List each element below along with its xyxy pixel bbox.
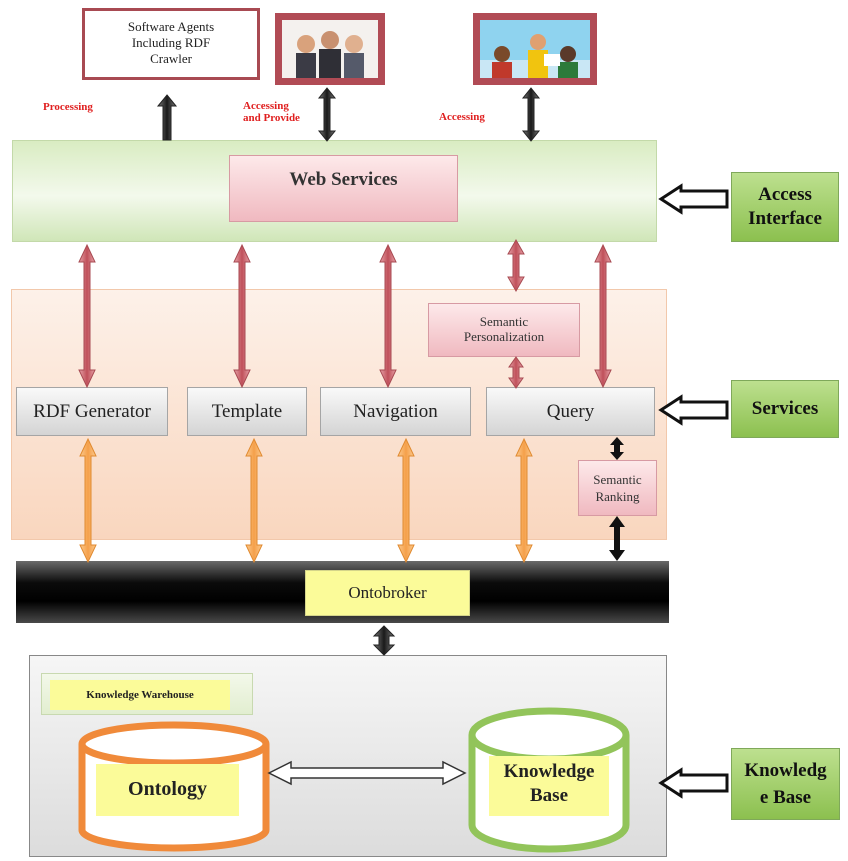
- ontobroker-label: Ontobroker: [348, 583, 427, 602]
- access-interface-label-box: Access Interface: [731, 172, 839, 242]
- knowledge-warehouse-title-box: Knowledge Warehouse: [41, 673, 253, 715]
- template-red-arrow: [233, 243, 251, 389]
- rdf-generator-label: RDF Generator: [33, 401, 151, 422]
- access-interface-pointer-arrow: [658, 183, 729, 215]
- software-agents-label: Software Agents Including RDF Crawler: [127, 19, 215, 66]
- template-orange-arrow: [245, 437, 263, 564]
- semantic-ranking-label: Semantic Ranking: [593, 472, 642, 504]
- users-photo-frame: [275, 13, 385, 85]
- semantic-personalization-box: Semantic Personalization: [428, 303, 580, 357]
- knowledge-base-side-label: Knowledge Base: [744, 760, 827, 808]
- ontobroker-warehouse-double-arrow: [372, 625, 396, 656]
- personalization-lower-red-arrow: [508, 356, 524, 389]
- ontology-knowledge-base-arrow: [267, 760, 467, 786]
- knowledge-base-label: Knowledge Base: [503, 761, 595, 806]
- knowledge-base-pointer-arrow: [658, 767, 729, 799]
- meeting-photo-image: [480, 20, 590, 78]
- services-pointer-arrow: [658, 394, 729, 426]
- label-accessing: Accessing: [439, 111, 485, 123]
- web-services-box: Web Services: [229, 155, 458, 222]
- ranking-upper-black-arrow: [610, 437, 624, 460]
- meeting-photo-frame: [473, 13, 597, 85]
- access-interface-label: Access Interface: [748, 184, 822, 229]
- semantic-personalization-label: Semantic Personalization: [463, 314, 545, 344]
- query-red-arrow: [594, 243, 612, 389]
- knowledge-base-box: Knowledge Base: [489, 756, 609, 816]
- accessing-provide-double-arrow: [317, 87, 337, 142]
- personalization-upper-red-arrow: [507, 238, 525, 293]
- navigation-label: Navigation: [353, 401, 438, 422]
- rdf-generator-red-arrow: [78, 243, 96, 389]
- rdf-generator-box[interactable]: RDF Generator: [16, 387, 168, 436]
- ontology-label: Ontology: [128, 778, 207, 800]
- services-label-box: Services: [731, 380, 839, 438]
- query-box[interactable]: Query: [486, 387, 655, 436]
- semantic-ranking-box: Semantic Ranking: [578, 460, 657, 516]
- ontology-box: Ontology: [96, 764, 239, 816]
- rdf-generator-orange-arrow: [79, 437, 97, 564]
- navigation-box[interactable]: Navigation: [320, 387, 471, 436]
- knowledge-base-label-box: Knowledge Base: [731, 748, 840, 820]
- label-processing: Processing: [43, 101, 93, 113]
- processing-up-arrow: [156, 94, 178, 141]
- query-label: Query: [546, 401, 595, 422]
- template-box[interactable]: Template: [187, 387, 307, 436]
- label-accessing-provide: Accessing and Provide: [243, 100, 300, 124]
- navigation-orange-arrow: [397, 437, 415, 564]
- knowledge-warehouse-title: Knowledge Warehouse: [50, 680, 230, 710]
- software-agents-box: Software Agents Including RDF Crawler: [82, 8, 260, 80]
- ranking-lower-black-arrow: [609, 516, 625, 561]
- users-photo-image: [282, 20, 378, 78]
- template-label: Template: [211, 401, 283, 422]
- ontobroker-box: Ontobroker: [305, 570, 470, 616]
- query-orange-arrow: [515, 437, 533, 564]
- services-side-label: Services: [751, 398, 819, 419]
- web-services-title: Web Services: [289, 169, 398, 190]
- accessing-double-arrow: [521, 87, 541, 142]
- navigation-red-arrow: [379, 243, 397, 389]
